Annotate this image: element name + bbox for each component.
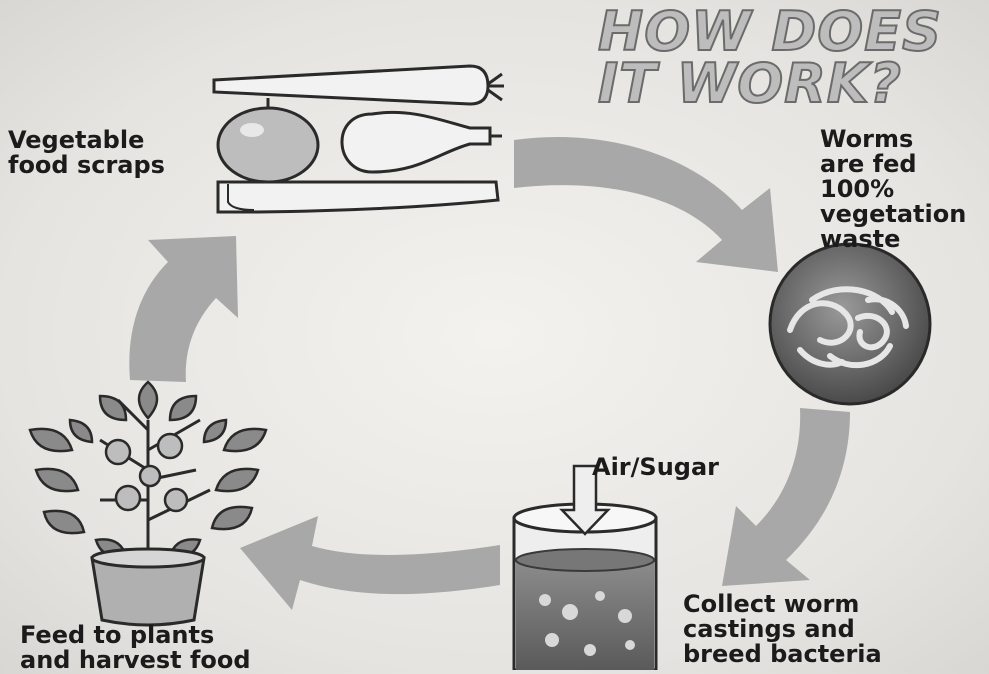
- step-label-worms: Worms are fed 100% vegetation waste: [820, 127, 966, 252]
- arrow-plant-to-scraps: [129, 236, 238, 382]
- vegetable-scraps-icon: [214, 66, 504, 212]
- arrow-scraps-to-worms: [514, 137, 778, 272]
- air-sugar-label: Air/Sugar: [592, 455, 719, 480]
- arrow-worms-to-container: [722, 408, 850, 586]
- worms-dish-icon: [770, 244, 930, 404]
- arrow-container-to-plant: [240, 516, 500, 610]
- step-label-collect: Collect worm castings and breed bacteria: [683, 592, 882, 667]
- step-label-feed: Feed to plants and harvest food: [20, 623, 251, 673]
- step-label-scraps: Vegetable food scraps: [8, 128, 165, 178]
- potted-plant-icon: [30, 382, 266, 625]
